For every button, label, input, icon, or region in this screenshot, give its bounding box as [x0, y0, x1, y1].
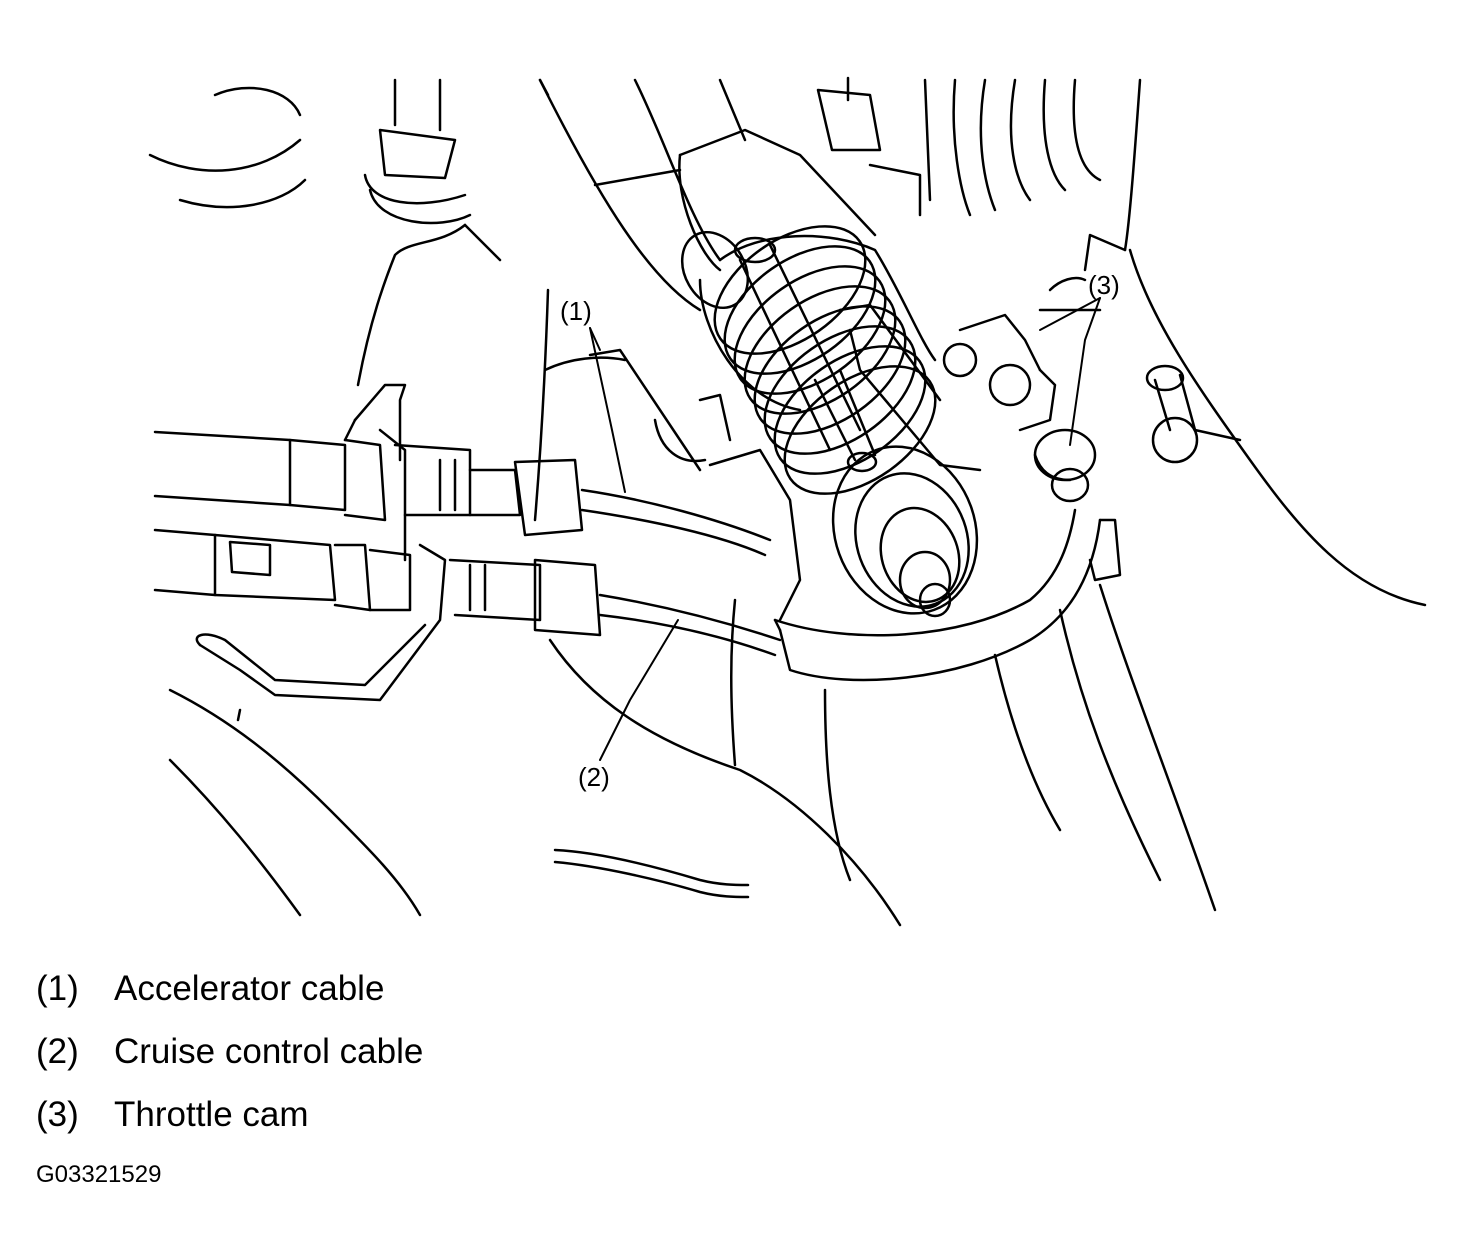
- return-spring: [692, 200, 959, 519]
- legend-item-accelerator-cable: (1) Accelerator cable: [36, 966, 423, 1029]
- legend-number: (1): [36, 969, 79, 1008]
- intake-duct: [818, 78, 1140, 250]
- upper-left-housing: [150, 88, 305, 207]
- body-panel-lines: [540, 80, 1425, 605]
- idle-pin: [1147, 366, 1240, 462]
- cable-bracket: [197, 385, 445, 700]
- legend-label: Accelerator cable: [114, 969, 385, 1008]
- callout-2: (2): [578, 762, 610, 792]
- throttle-lever: [710, 305, 1055, 620]
- throttle-body: [655, 130, 935, 461]
- callout-3: (3): [1088, 270, 1120, 300]
- cruise-control-cable: [155, 530, 780, 655]
- lower-body-lines: [170, 290, 1215, 925]
- legend-item-throttle-cam: (3) Throttle cam: [36, 1092, 423, 1155]
- mounting-bolt: [358, 80, 500, 385]
- throttle-cable-illustration: (1) (2) (3): [0, 0, 1464, 960]
- figure-id: G03321529: [36, 1161, 162, 1188]
- accelerator-cable: [155, 432, 770, 555]
- legend: (1) Accelerator cable (2) Cruise control…: [36, 966, 423, 1155]
- cable-pulley: [810, 426, 1000, 634]
- callout-leader-lines: [590, 298, 1100, 760]
- legend-number: (2): [36, 1032, 79, 1071]
- legend-number: (3): [36, 1095, 79, 1134]
- legend-item-cruise-control-cable: (2) Cruise control cable: [36, 1029, 423, 1092]
- throttle-cam: [775, 430, 1120, 680]
- callout-1: (1): [560, 296, 592, 326]
- legend-label: Throttle cam: [114, 1095, 309, 1134]
- legend-label: Cruise control cable: [114, 1032, 424, 1071]
- throttle-shaft: [735, 238, 876, 471]
